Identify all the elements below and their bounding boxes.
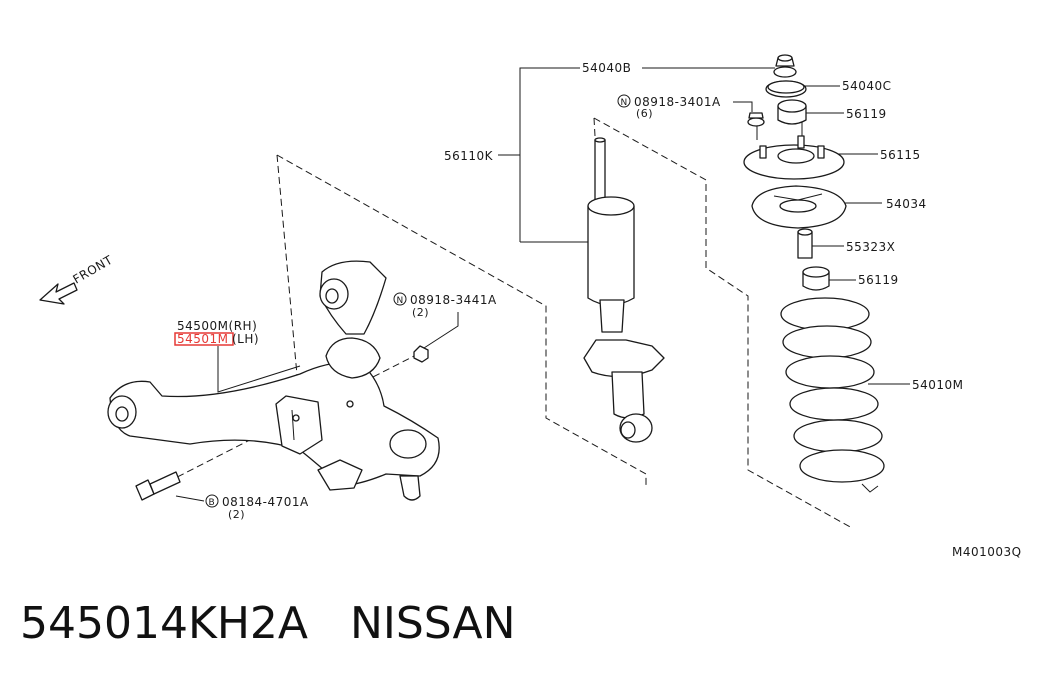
n-symbol-letter: N [621,98,628,108]
label-54040c[interactable]: 54040C [842,79,892,93]
label-54034[interactable]: 54034 [886,197,927,211]
washer [765,80,807,98]
label-08918-3441a-qty: (2) [412,306,429,319]
caption-gap [308,598,350,649]
label-54501m-side: (LH) [232,332,259,346]
lower-control-arm [107,260,440,501]
spring-seat [751,185,847,229]
label-08184-4701a[interactable]: 08184-4701A [222,495,309,509]
label-56115[interactable]: 56115 [880,148,921,162]
upper-bushing [777,99,807,125]
label-08184-4701a-qty: (2) [228,508,245,521]
b-symbol-letter: B [209,498,216,508]
n-symbol-icon [393,292,407,306]
small-nut [747,112,765,127]
arm-bolt [135,471,181,501]
leader-lines [175,67,910,502]
coil-spring [780,297,885,493]
label-54501m[interactable]: 54501M [177,332,229,346]
caption-brand: NISSAN [349,598,516,649]
n-symbol-icon [617,94,631,108]
n-symbol-letter: N [397,296,404,306]
part-caption: 545014KH2A NISSAN [20,598,516,649]
label-08918-3441a[interactable]: 08918-3441A [410,293,497,307]
label-56119-top[interactable]: 56119 [846,107,887,121]
label-08918-3401a-qty: (6) [636,107,653,120]
caption-part-number: 545014KH2A [20,598,308,649]
front-label: FRONT [71,253,116,287]
arm-boundary [276,154,647,486]
label-54040b[interactable]: 54040B [582,61,631,75]
arm-boundary-left [276,154,303,431]
bump-stop [797,228,813,259]
front-arrow-icon [39,282,78,305]
label-55323x[interactable]: 55323X [846,240,895,254]
label-54010m[interactable]: 54010M [912,378,964,392]
arm-nut [413,345,429,363]
b-symbol-icon [205,494,219,508]
label-56119-low[interactable]: 56119 [858,273,899,287]
reference-code: M401003Q [952,545,1022,559]
label-54500m[interactable]: 54500M(RH) [177,319,257,333]
mount-plate [743,135,845,180]
shock-absorber [583,137,665,443]
label-08918-3401a[interactable]: 08918-3401A [634,95,721,109]
lower-bushing [802,266,830,291]
label-56110k[interactable]: 56110K [444,149,494,163]
bolt-axis [147,353,419,493]
mount-nut [773,54,797,78]
highlight-box [174,332,234,346]
